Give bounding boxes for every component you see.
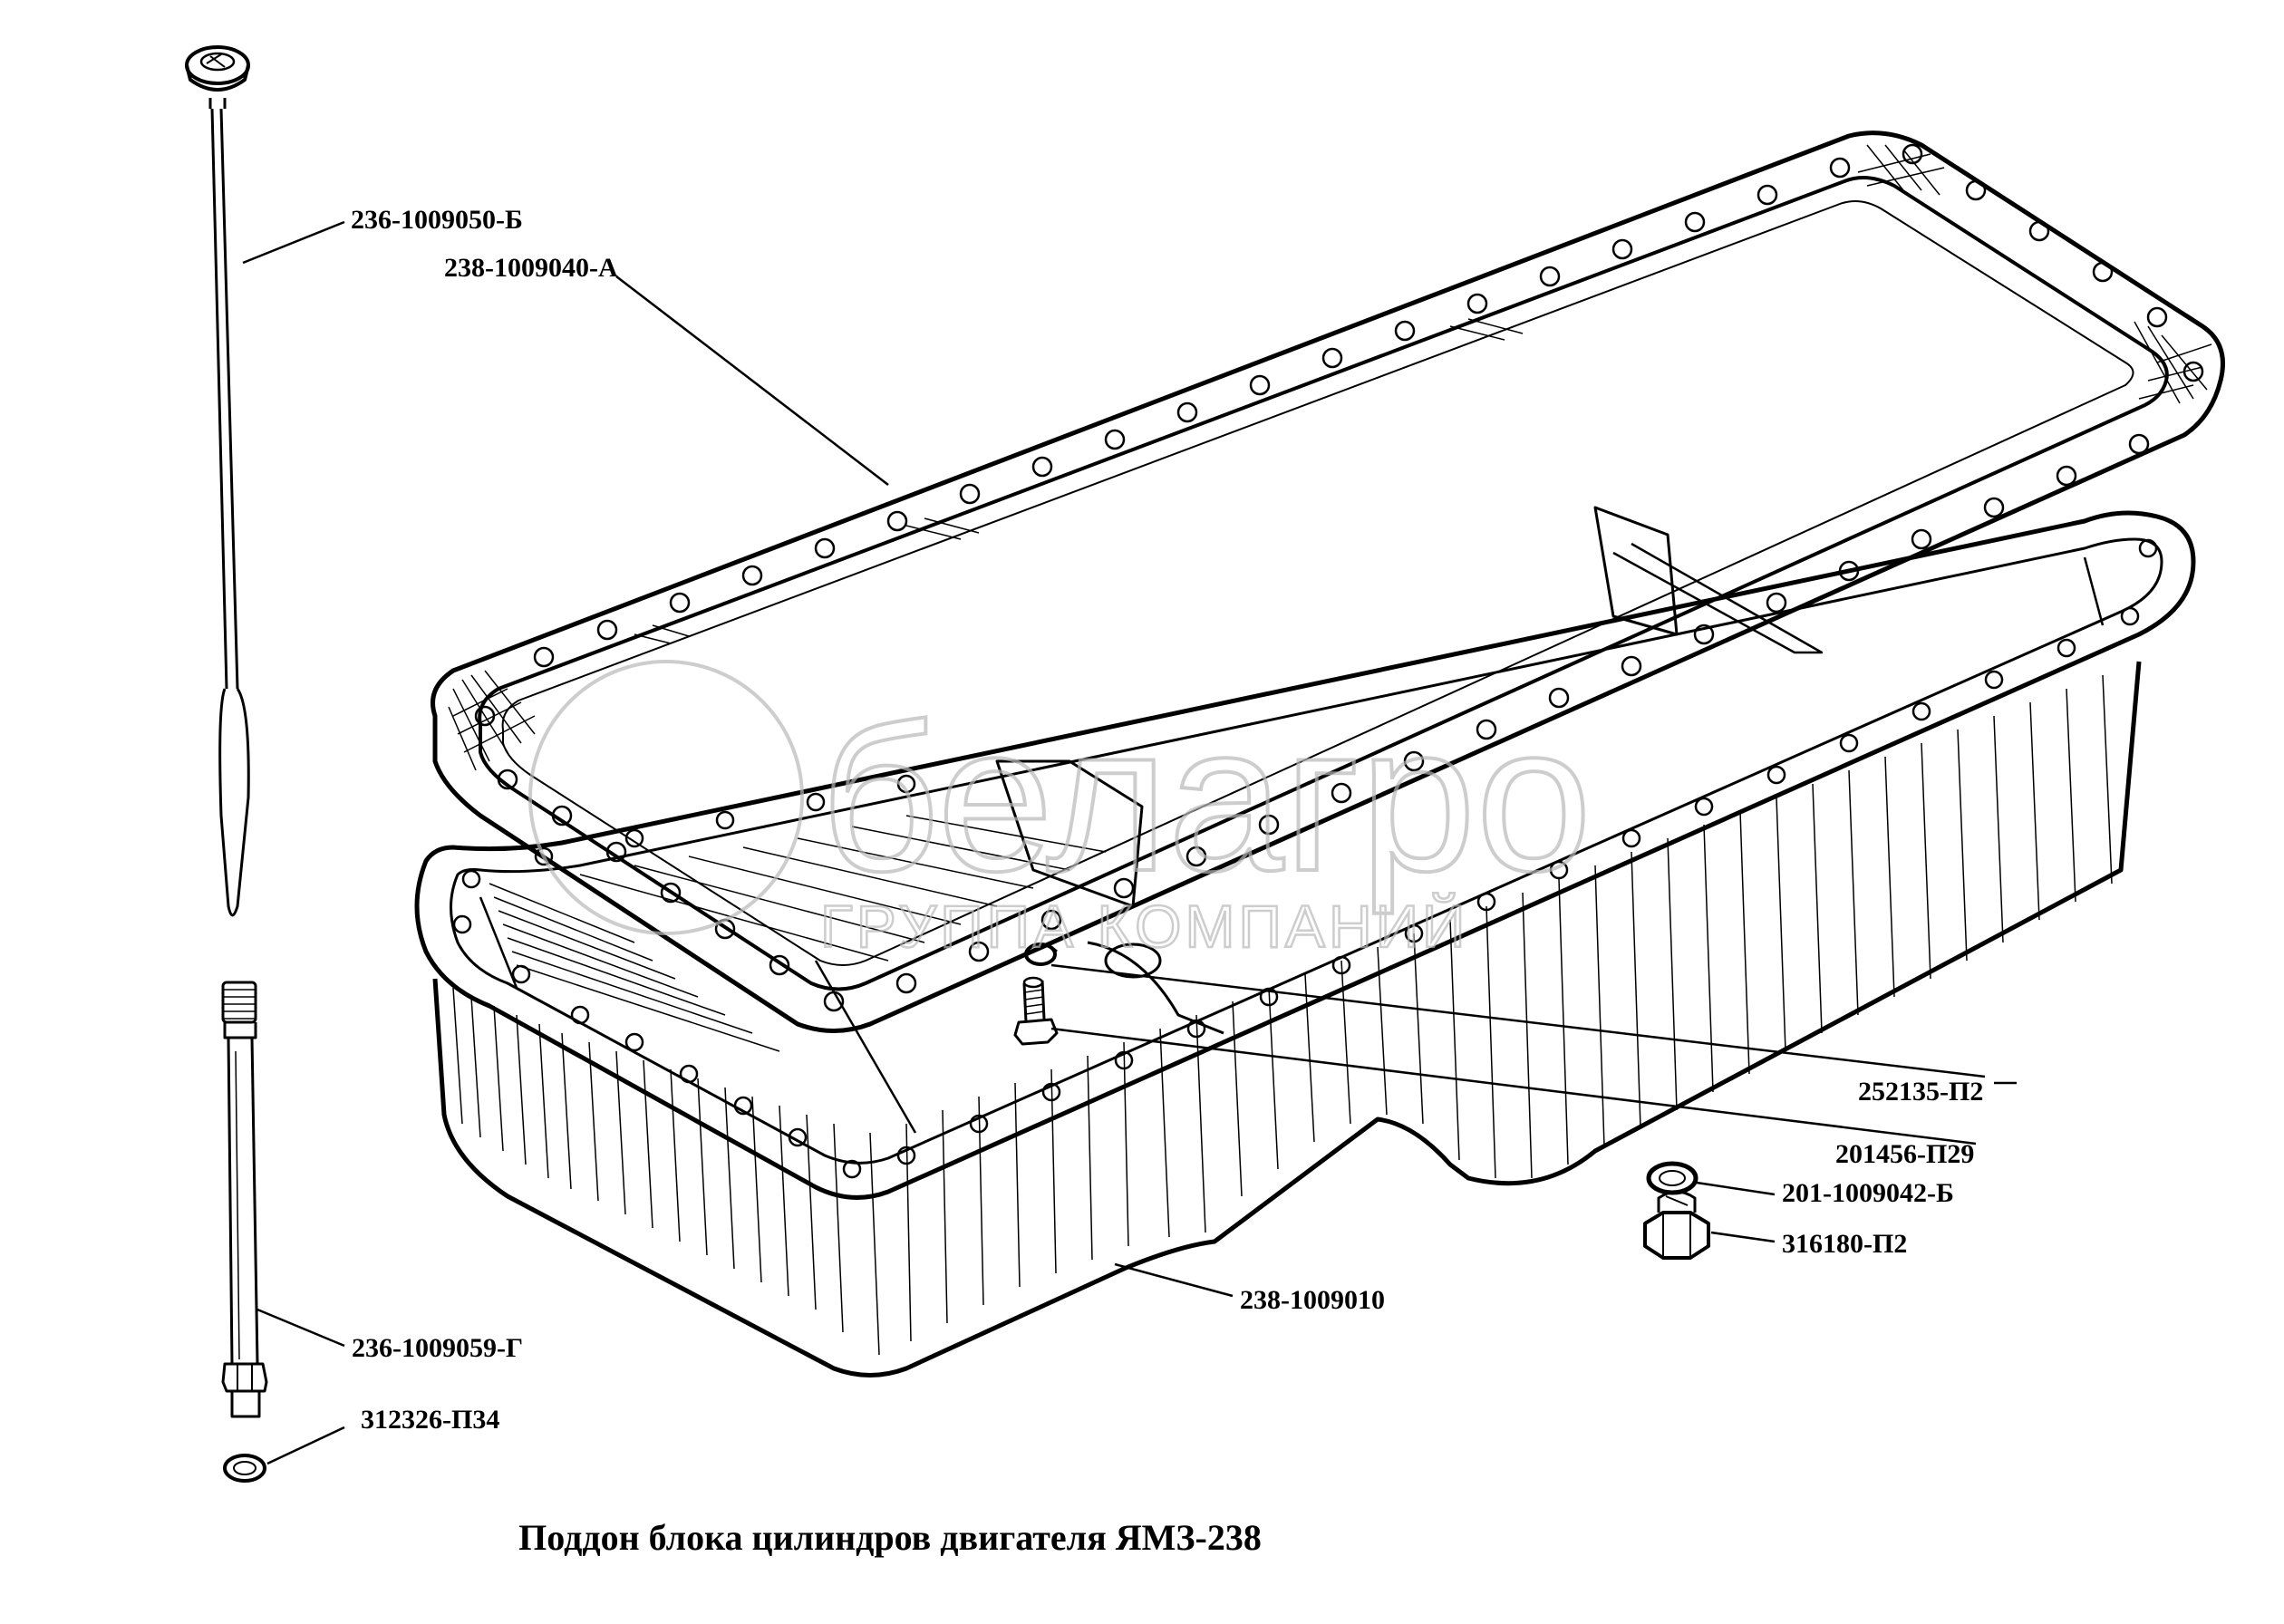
oil-pan-inner-hatching <box>489 815 1107 1052</box>
drain-washer <box>1646 1161 1698 1195</box>
lock-washer <box>1024 942 1058 966</box>
leader-lines <box>242 220 2017 1465</box>
label-drain-washer: 201-1009042-Б <box>1782 1178 1954 1208</box>
leader-dipstick-tube <box>256 1308 345 1348</box>
label-dipstick: 236-1009050-Б <box>351 205 523 235</box>
label-drain-plug: 316180-П2 <box>1782 1229 1907 1259</box>
gasket-hatched-pads <box>448 144 2212 771</box>
leader-drain-washer <box>1696 1181 1776 1196</box>
label-lock-washer: 252135-П2 <box>1858 1077 1983 1107</box>
watermark-brand: белагро <box>820 682 1592 914</box>
label-bolt: 201456-П29 <box>1835 1139 1974 1169</box>
leader-drain-plug <box>1710 1231 1776 1243</box>
dipstick <box>185 45 250 917</box>
bolt <box>1013 976 1059 1046</box>
leader-dipstick <box>242 220 345 265</box>
leader-bolt <box>1050 1027 1977 1146</box>
watermark-logo-circle <box>528 660 804 935</box>
oil-pan-bolt-holes <box>452 538 2158 1179</box>
watermark-tagline: ГРУППА КОМПАНИЙ <box>820 892 1469 960</box>
gasket <box>431 130 2225 1033</box>
dipstick-tube <box>221 981 268 1483</box>
oil-pan <box>414 506 2196 1378</box>
diagram-title: Поддон блока цилиндров двигателя ЯМЗ-238 <box>518 1517 1262 1558</box>
label-oil-pan: 238-1009010 <box>1240 1285 1385 1315</box>
label-gasket: 238-1009040-А <box>444 253 618 283</box>
oil-pan-side-ribs <box>452 987 844 1333</box>
leader-tube-washer <box>266 1426 345 1465</box>
drain-plug <box>1643 1190 1710 1260</box>
leader-oil-pan <box>1114 1262 1234 1298</box>
leader-gasket <box>615 276 889 486</box>
watermark: белагро ГРУППА КОМПАНИЙ <box>528 660 1593 961</box>
oil-pan-front-ribs <box>869 674 2113 1356</box>
gasket-bolt-holes <box>474 143 2204 1012</box>
label-tube-washer: 312326-П34 <box>361 1405 499 1435</box>
label-dipstick-tube: 236-1009059-Г <box>352 1333 523 1363</box>
leader-lock-washer <box>1050 963 1986 1078</box>
